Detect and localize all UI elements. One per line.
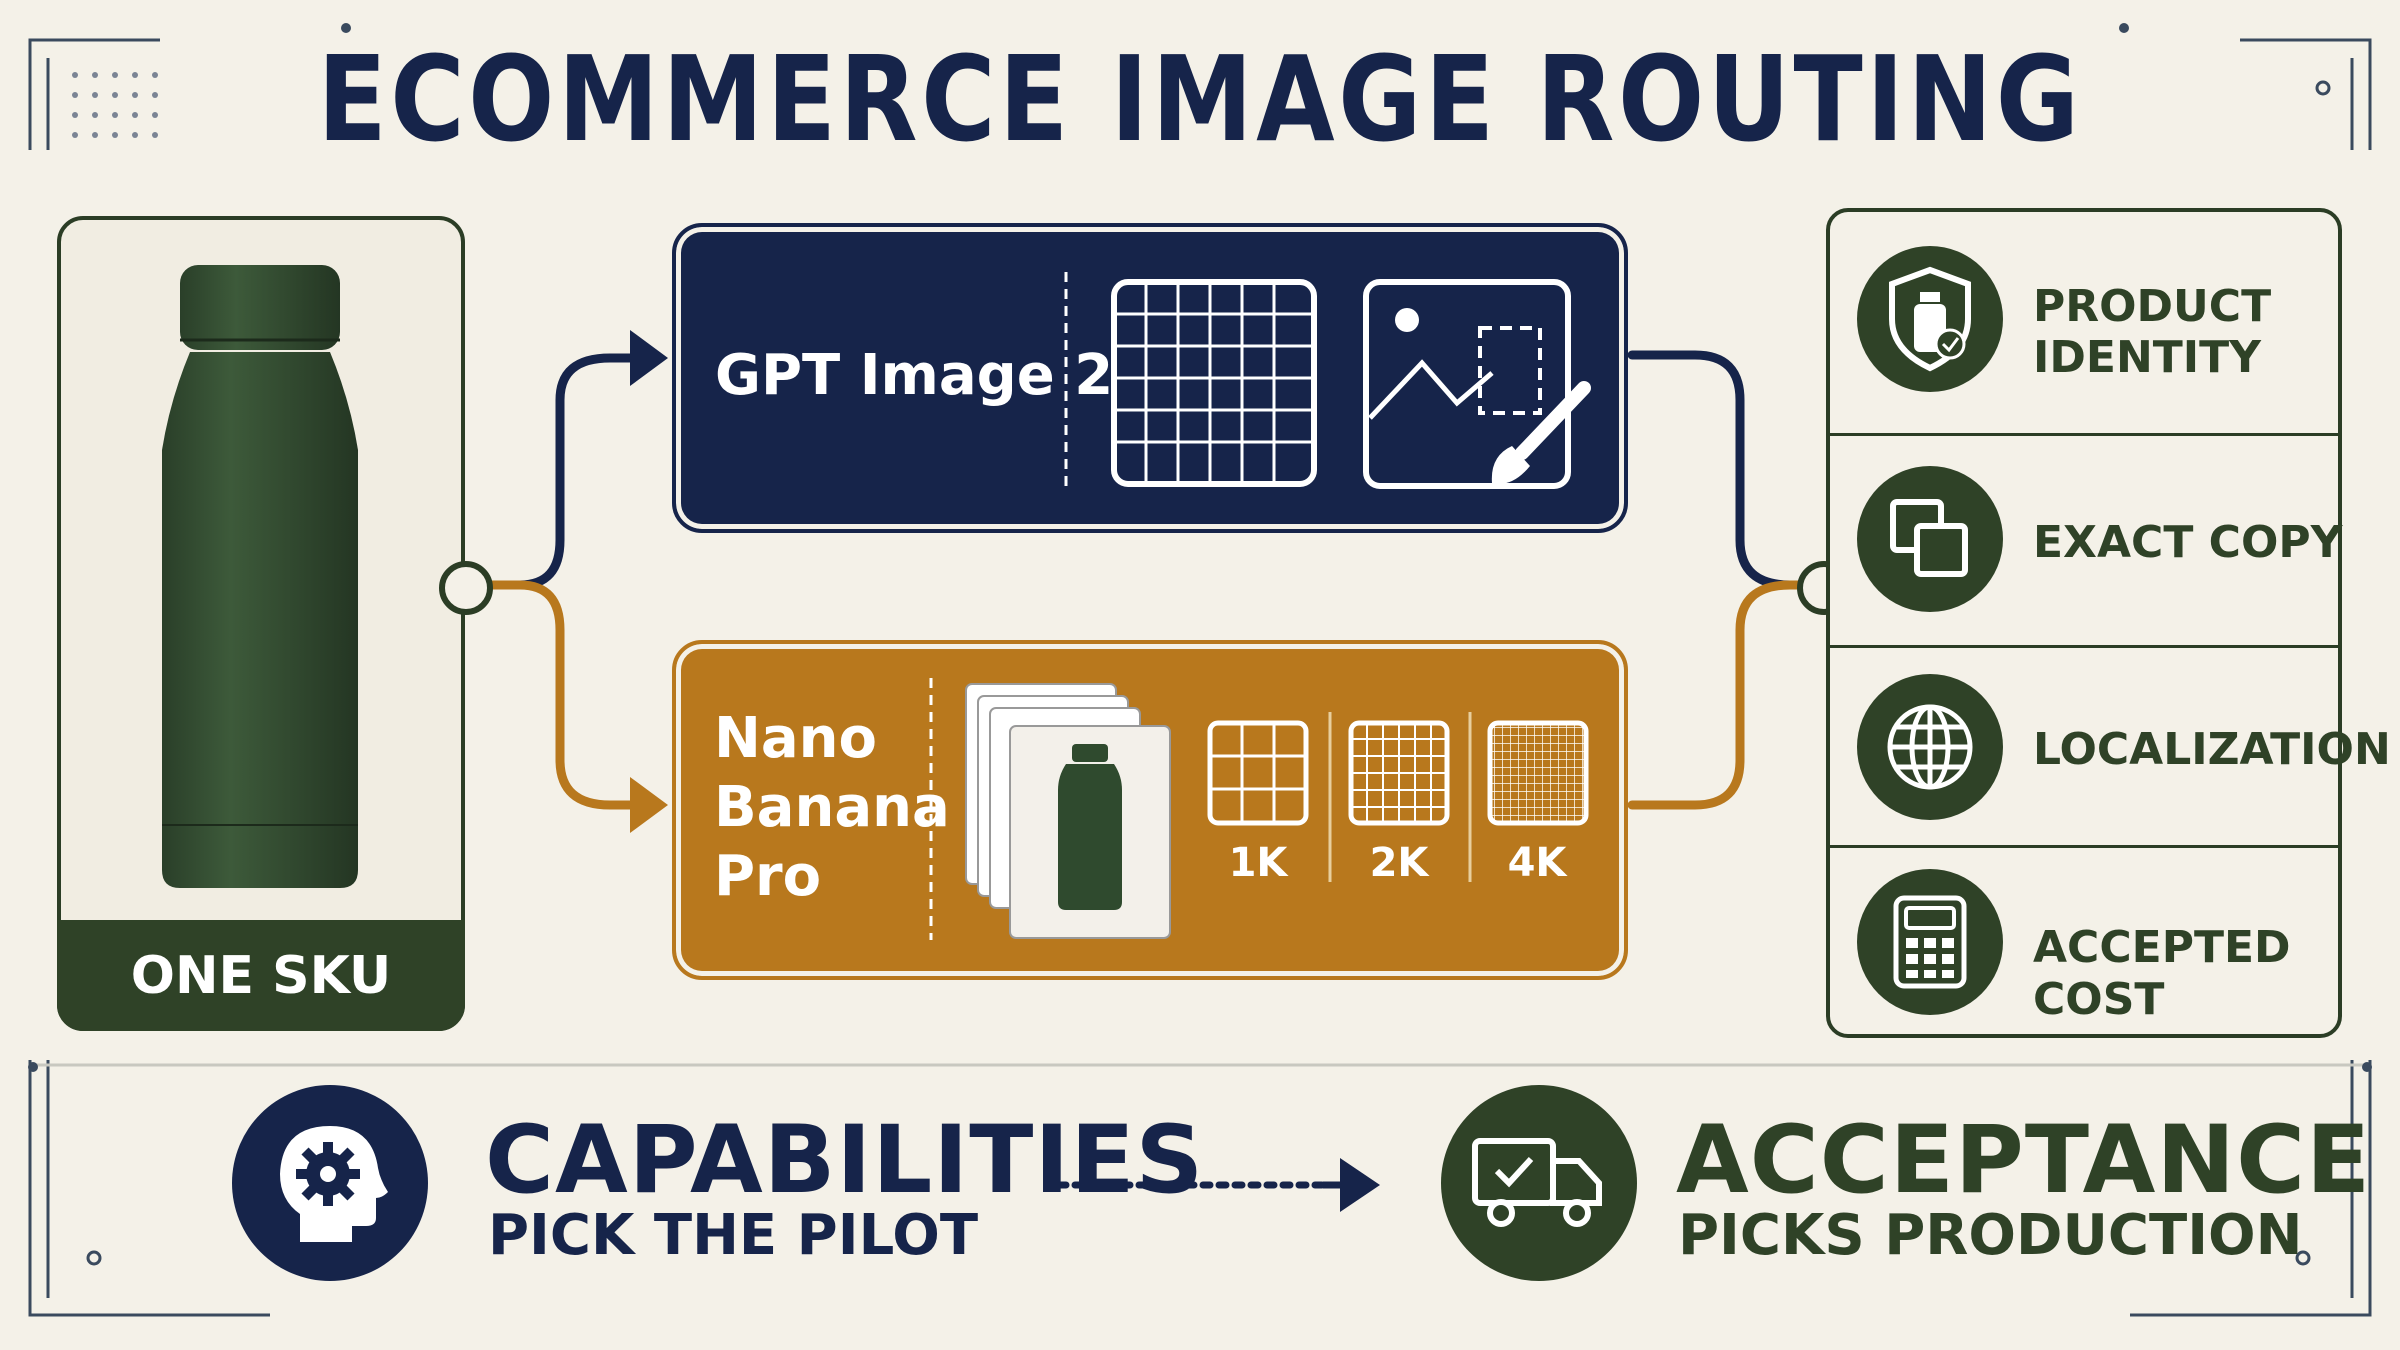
requirement-row-product-identity	[1830, 212, 2338, 436]
gpt-model-label: GPT Image 2	[715, 343, 1114, 408]
resolution-2k-label: 2K	[1369, 840, 1429, 886]
requirement-label-localization: LOCALIZATION	[2033, 724, 2391, 775]
calculator-icon	[1857, 869, 2003, 1015]
requirement-label-accepted-cost: ACCEPTED COST	[2033, 922, 2291, 1025]
bottle-image	[162, 265, 358, 888]
gpt-box-divider	[1064, 272, 1068, 492]
requirement-label-product-identity-line2: IDENTITY	[2033, 332, 2262, 383]
resolution-dividers	[1328, 712, 1472, 882]
capabilities-subtitle: PICK THE PILOT	[488, 1203, 979, 1268]
nano-model-label-line1: Nano	[714, 706, 877, 771]
capabilities-title: CAPABILITIES	[485, 1106, 1205, 1215]
page-title: ECOMMERCE IMAGE ROUTING	[317, 30, 2083, 168]
image-edit-icon	[1363, 279, 1591, 489]
resolution-4k-icon	[1487, 720, 1589, 826]
product-variations-stack-icon	[965, 683, 1171, 939]
sku-label: ONE SKU	[57, 920, 465, 1031]
resolution-4k-label: 4K	[1507, 840, 1567, 886]
head-gear-icon	[232, 1085, 428, 1281]
grid-canvas-icon	[1111, 279, 1317, 487]
requirement-label-product-identity-line1: PRODUCT	[2033, 281, 2272, 332]
globe-icon	[1857, 674, 2003, 820]
flow-arrow	[1055, 1158, 1380, 1212]
resolution-1k-icon	[1207, 720, 1309, 826]
requirement-row-localization	[1830, 648, 2338, 848]
delivery-truck-check-icon	[1441, 1085, 1637, 1281]
acceptance-title: ACCEPTANCE	[1676, 1106, 2372, 1215]
requirement-row-exact-copy	[1830, 436, 2338, 648]
acceptance-subtitle: PICKS PRODUCTION	[1678, 1203, 2303, 1268]
resolution-1k-label: 1K	[1228, 840, 1288, 886]
requirement-label-exact-copy: EXACT COPY	[2033, 517, 2343, 568]
nano-box-divider	[929, 678, 933, 940]
copy-squares-icon	[1857, 466, 2003, 612]
nano-model-label-line2: Banana	[714, 775, 950, 840]
nano-model-label-line3: Pro	[714, 844, 822, 909]
resolution-2k-icon	[1348, 720, 1450, 826]
source-node	[439, 561, 493, 615]
shield-bottle-check-icon	[1857, 246, 2003, 392]
